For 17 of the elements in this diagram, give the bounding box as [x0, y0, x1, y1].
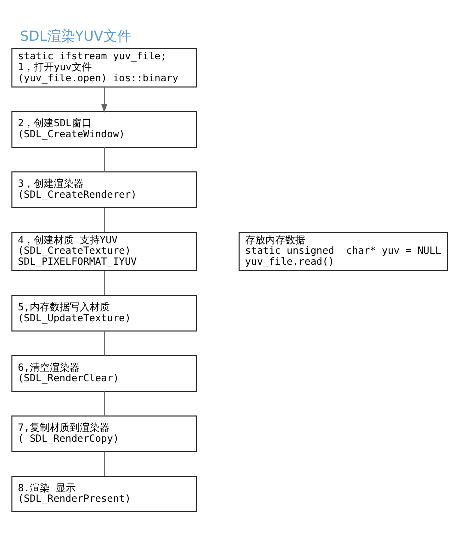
node-box: static ifstream yuv_file; 1，打开yuv文件 (yuv_file.open) ios::binary [12, 48, 198, 88]
connector [104, 146, 106, 172]
connector [104, 390, 106, 416]
node-box: 4，创建材质 支持YUV (SDL_CreateTexture) SDL_PIXELFORMAT_IYUV [12, 231, 198, 271]
node-box: 7,复制材质到渲染器 ( SDL_RenderCopy) [12, 415, 198, 452]
connector [104, 206, 106, 232]
diagram-title: SDL渲染YUV文件 [20, 28, 132, 44]
arrow [101, 86, 108, 113]
connector [104, 450, 106, 476]
connector [104, 330, 106, 356]
node-box: 6,清空渲染器 (SDL_RenderClear) [12, 354, 198, 392]
node-box: 8.渲染 显示 (SDL_RenderPresent) [12, 475, 198, 512]
connector [104, 270, 106, 296]
node-box: 存放内存数据 static unsigned char* yuv = NULL yuv_file.read() [238, 231, 448, 271]
node-box: 3，创建渲染器 (SDL_CreateRenderer) [12, 171, 198, 208]
node-box: 2，创建SDL窗口 (SDL_CreateWindow) [12, 110, 198, 148]
node-box: 5,内存数据写入材质 (SDL_UpdateTexture) [12, 294, 198, 332]
